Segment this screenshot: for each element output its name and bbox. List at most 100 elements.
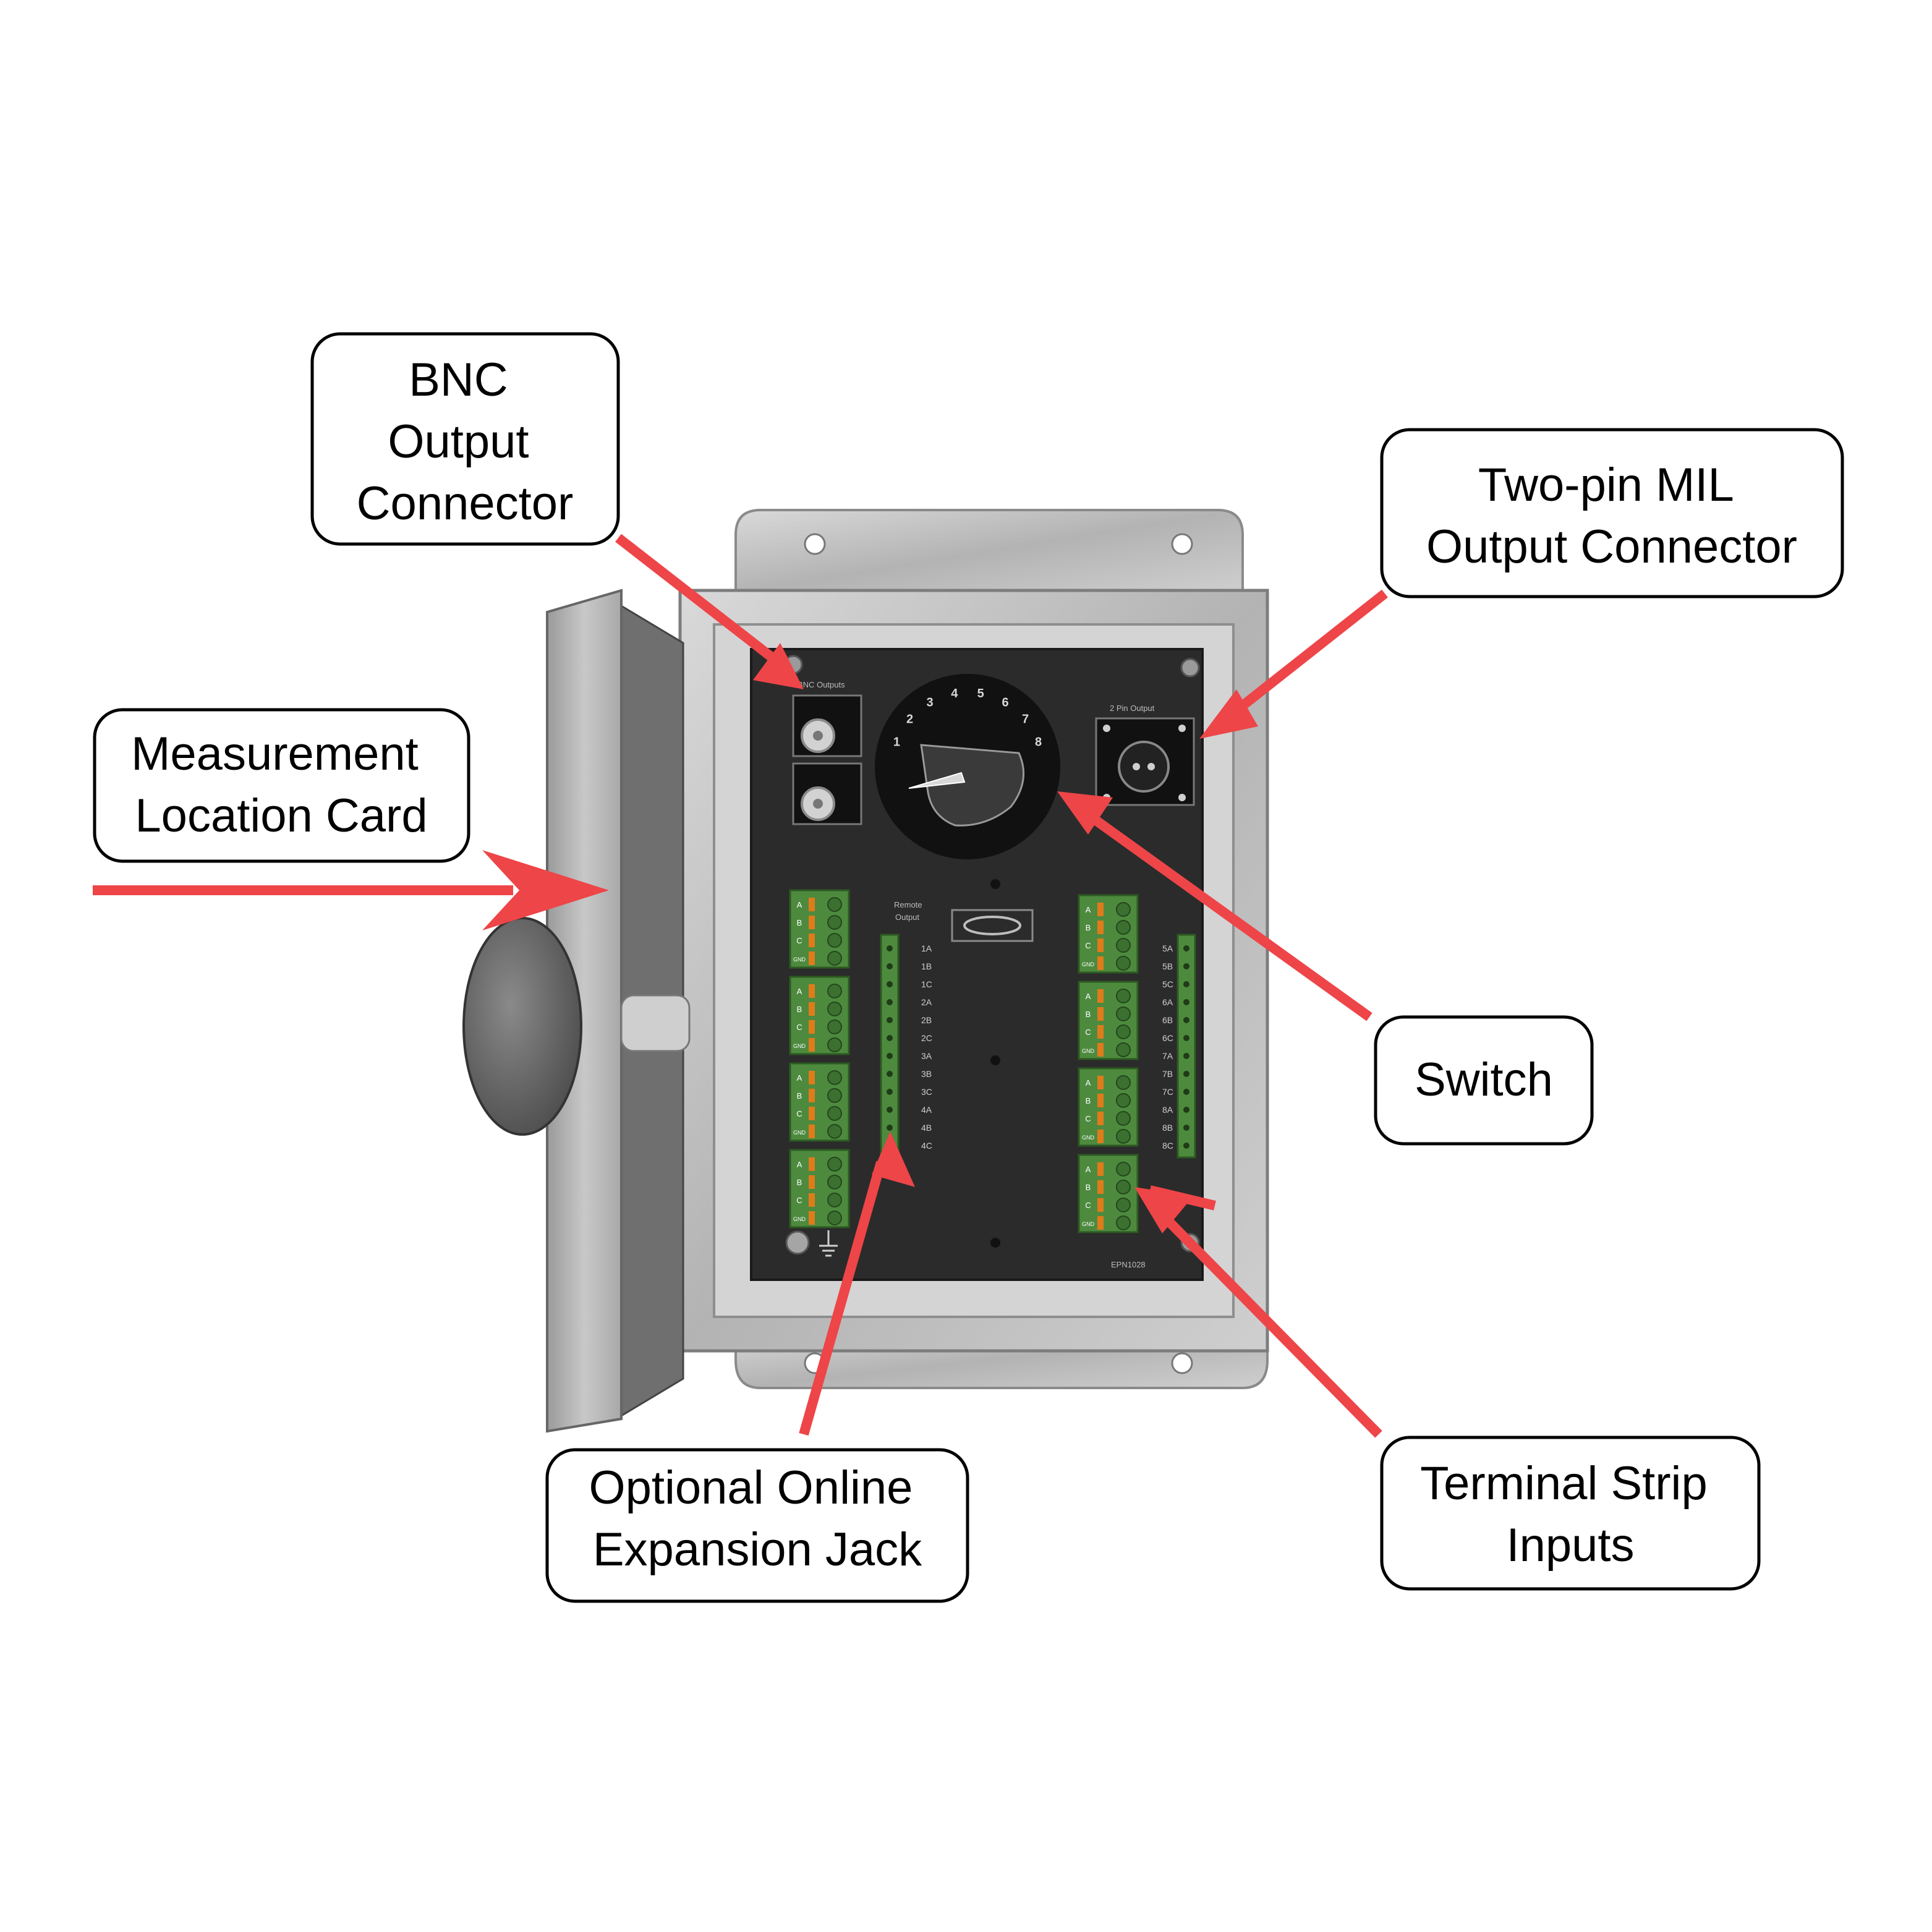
- expansion-pin: [1183, 1143, 1189, 1149]
- terminal-screw-icon[interactable]: [827, 1037, 842, 1052]
- terminal-screw-icon[interactable]: [827, 1124, 842, 1139]
- mil-connector-icon[interactable]: [1118, 741, 1170, 793]
- terminal-screw-icon[interactable]: [1116, 1024, 1131, 1039]
- expansion-pin: [887, 963, 893, 969]
- terminal-letter-label: A: [1086, 992, 1091, 1001]
- terminal-letter-label: B: [797, 918, 802, 927]
- terminal-release-tab: [1097, 1007, 1104, 1021]
- channel-label: 1C: [921, 979, 932, 989]
- terminal-screw-icon[interactable]: [827, 951, 842, 966]
- terminal-screw-icon[interactable]: [827, 1193, 842, 1207]
- terminal-release-tab: [809, 1157, 815, 1171]
- panel-hole: [990, 879, 1000, 889]
- terminal-letter-label: B: [1086, 1096, 1091, 1105]
- terminal-screw-icon[interactable]: [827, 1157, 842, 1172]
- callout-expansion: Optional Online Expansion Jack: [545, 1448, 969, 1603]
- terminal-screw-icon[interactable]: [827, 897, 842, 912]
- callout-text: Measurement Location Card: [131, 728, 432, 842]
- terminal-screw-icon[interactable]: [1116, 956, 1131, 971]
- terminal-release-tab: [1097, 1180, 1104, 1194]
- terminal-letter-label: A: [797, 1073, 802, 1083]
- terminal-release-tab: [1097, 1043, 1104, 1057]
- callout-line: Terminal Strip: [1420, 1457, 1708, 1510]
- terminal-letter-label: B: [1086, 1010, 1091, 1019]
- terminal-release-tab: [809, 1175, 815, 1189]
- terminal-screw-icon[interactable]: [827, 1019, 842, 1034]
- mil-mount-screw: [1178, 794, 1186, 801]
- callout-box: [1380, 1436, 1761, 1591]
- terminal-screw-icon[interactable]: [1116, 1162, 1131, 1177]
- callout-line: Location Card: [135, 789, 427, 842]
- terminal-screw-icon[interactable]: [1116, 1198, 1131, 1212]
- channel-label: 4A: [921, 1105, 932, 1115]
- terminal-screw-icon[interactable]: [827, 1002, 842, 1016]
- terminal-screw-icon[interactable]: [827, 1175, 842, 1189]
- terminal-screw-icon[interactable]: [827, 1088, 842, 1103]
- callout-text: Optional Online Expansion Jack: [589, 1462, 926, 1576]
- bnc-outputs-label: BNC Outputs: [798, 680, 845, 689]
- expansion-pin: [887, 1107, 893, 1113]
- channel-label: 5C: [1162, 979, 1173, 989]
- mil-mount-screw: [1178, 725, 1186, 732]
- callout-arrows: [93, 534, 1388, 1438]
- terminal-screw-icon[interactable]: [1116, 1093, 1131, 1108]
- terminal-screw-icon[interactable]: [1116, 938, 1131, 953]
- channel-label: 1A: [921, 943, 932, 953]
- terminal-screw-icon[interactable]: [1116, 1129, 1131, 1144]
- callout-terminal: Terminal Strip Inputs: [1380, 1436, 1761, 1591]
- door-latch-shaft: [620, 994, 691, 1052]
- expansion-pin: [1183, 963, 1189, 969]
- terminal-release-tab: [809, 1125, 815, 1138]
- expansion-pin: [1183, 945, 1189, 951]
- terminal-release-tab: [809, 1071, 815, 1084]
- enclosure-door[interactable]: [462, 589, 691, 1433]
- channel-label: 1B: [921, 961, 932, 971]
- switch-knob[interactable]: [920, 744, 1025, 827]
- terminal-screw-icon[interactable]: [827, 1106, 842, 1121]
- arrow-head-card: [482, 850, 609, 930]
- terminal-screw-icon[interactable]: [827, 984, 842, 998]
- terminal-screw-icon[interactable]: [827, 915, 842, 930]
- terminal-screw-icon[interactable]: [1116, 902, 1131, 917]
- terminal-screw-icon[interactable]: [1116, 1111, 1131, 1126]
- expansion-pin: [887, 945, 893, 951]
- terminal-screw-icon[interactable]: [827, 1070, 842, 1085]
- expansion-pin: [887, 1071, 893, 1077]
- terminal-release-tab: [809, 984, 815, 998]
- mounting-hole: [1171, 533, 1193, 555]
- terminal-release-tab: [809, 1211, 815, 1225]
- channel-label: 4C: [921, 1141, 932, 1151]
- terminal-screw-icon[interactable]: [1116, 1180, 1131, 1194]
- arrow-head-mil: [1199, 689, 1258, 739]
- channel-label: 6A: [1162, 997, 1173, 1007]
- callout-text: Two-pin MIL Output Connector: [1426, 459, 1797, 573]
- terminal-screw-icon[interactable]: [1116, 989, 1131, 1003]
- terminal-letter-label: C: [796, 1196, 802, 1205]
- terminal-screw-icon[interactable]: [1116, 1215, 1131, 1230]
- channel-label: 4B: [921, 1123, 932, 1133]
- terminal-release-tab: [809, 1020, 815, 1034]
- terminal-screw-icon[interactable]: [1116, 1006, 1131, 1021]
- terminal-screw-icon[interactable]: [827, 933, 842, 948]
- door-latch-knob[interactable]: [462, 917, 582, 1136]
- part-number-label: EPN1028: [1111, 1260, 1146, 1269]
- terminal-screw-icon[interactable]: [1116, 1042, 1131, 1057]
- terminal-screw-icon[interactable]: [1116, 1075, 1131, 1090]
- callout-bnc: BNC Output Connector: [310, 332, 620, 546]
- expansion-pin: [887, 1089, 893, 1095]
- terminal-letter-label: GND: [1082, 1048, 1095, 1054]
- terminal-release-tab: [809, 1107, 815, 1120]
- terminal-screw-icon[interactable]: [1116, 920, 1131, 935]
- terminal-screw-icon[interactable]: [827, 1211, 842, 1225]
